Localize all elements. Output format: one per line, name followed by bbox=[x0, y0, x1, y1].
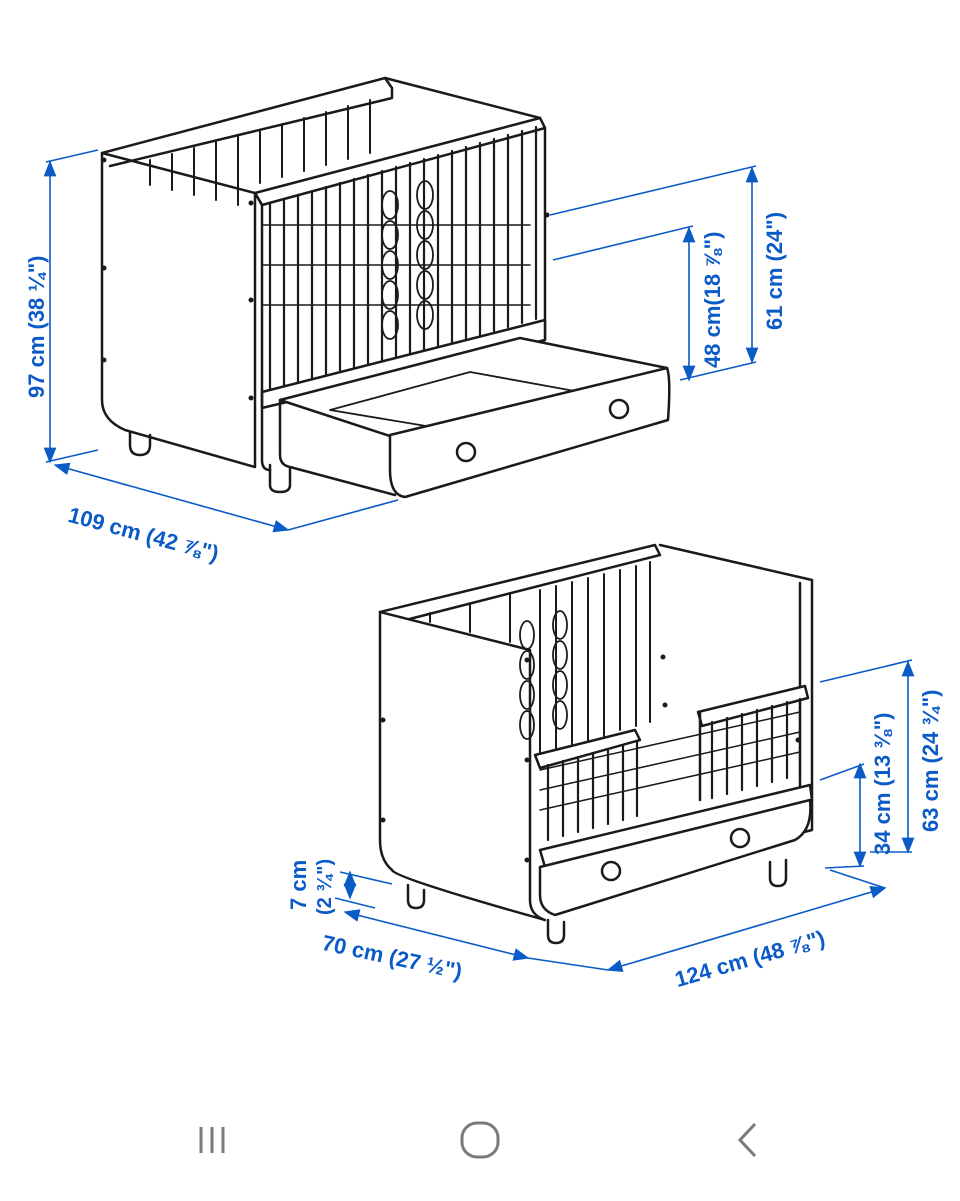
recents-icon bbox=[199, 1127, 225, 1153]
bed-side-high-label: 63 cm (24 ¾") bbox=[918, 689, 943, 832]
home-icon bbox=[460, 1121, 500, 1159]
crib-rail-low-label: 48 cm(18 ⅞") bbox=[700, 231, 725, 368]
back-icon bbox=[737, 1122, 757, 1158]
crib-illustration bbox=[100, 76, 814, 945]
bed-leg-inch-label: (2 ¾") bbox=[314, 858, 336, 915]
crib-height-label: 97 cm (38 ¼") bbox=[24, 255, 49, 398]
crib-rail-high-label: 61 cm (24") bbox=[762, 211, 787, 330]
dimension-diagram: 97 cm (38 ¼") 109 cm (42 ⅞") 61 cm (24")… bbox=[24, 76, 943, 992]
back-button[interactable] bbox=[708, 1110, 788, 1170]
home-button[interactable] bbox=[440, 1110, 520, 1170]
bed-side-low-label: 34 cm (13 ⅜") bbox=[870, 712, 895, 855]
recents-button[interactable] bbox=[172, 1110, 252, 1170]
system-navigation-bar bbox=[0, 1090, 960, 1201]
bed-leg-label: 7 cm bbox=[286, 859, 311, 910]
dimension-lines bbox=[43, 149, 915, 973]
